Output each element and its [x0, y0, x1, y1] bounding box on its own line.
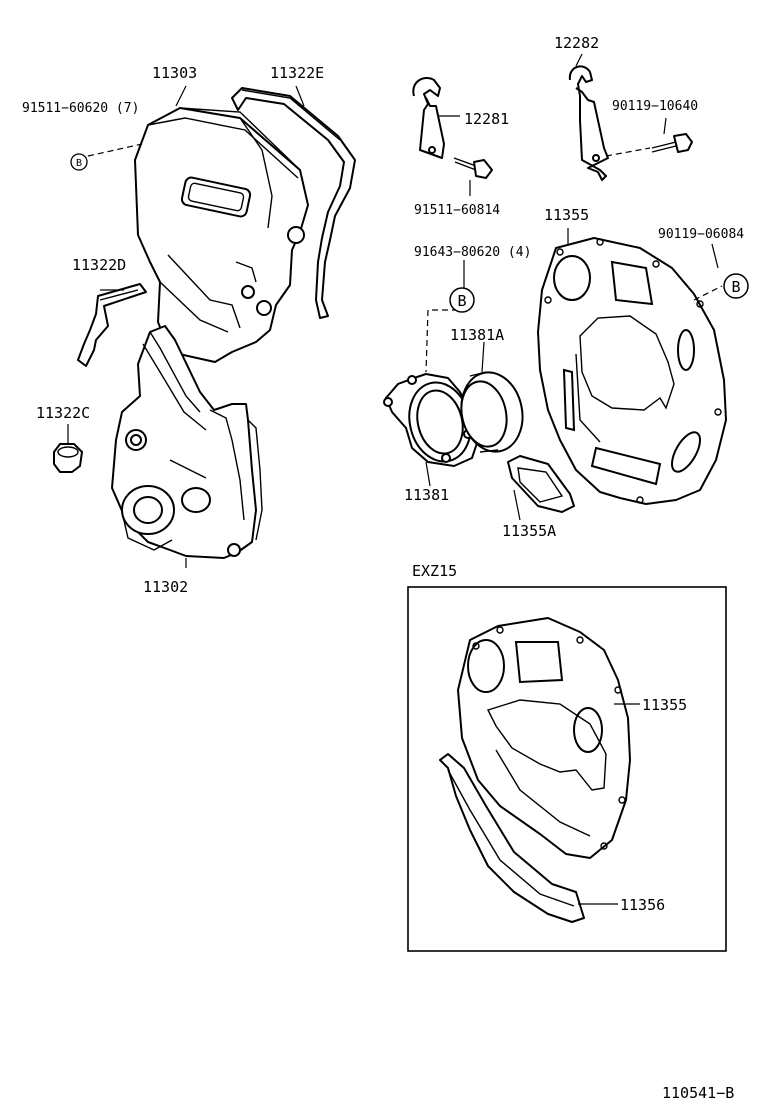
- drawing-number: 110541−B: [662, 1084, 734, 1102]
- label-11322d: 11322D: [72, 256, 126, 274]
- label-11381: 11381: [404, 486, 449, 504]
- bracket-12281: [412, 77, 445, 159]
- label-11355a: 11355A: [502, 522, 556, 540]
- bolt-91511-60814: [453, 157, 493, 179]
- plate-11355a: [507, 455, 575, 513]
- label-12282: 12282: [554, 34, 599, 52]
- svg-text:B: B: [731, 278, 740, 296]
- label-11322e: 11322E: [270, 64, 324, 82]
- plate-11356: [439, 753, 585, 923]
- variant-box: [407, 586, 727, 952]
- leader-lines: [67, 53, 723, 905]
- oil-seal-11381a: [460, 371, 524, 453]
- bolt-90119-10640: [651, 133, 693, 153]
- end-plate-11355: [537, 237, 727, 505]
- label-11356: 11356: [620, 896, 665, 914]
- label-91511-60814: 91511−60814: [414, 203, 500, 218]
- label-90119-10640: 90119−10640: [612, 99, 698, 114]
- part-labels: 11303 11322E 91511−60620 (7) 11322D 1132…: [22, 34, 744, 1102]
- gasket-11322e: [231, 87, 356, 319]
- svg-text:B: B: [76, 158, 82, 169]
- label-90119-06084: 90119−06084: [658, 227, 744, 242]
- label-12281: 12281: [464, 110, 509, 128]
- label-11302: 11302: [143, 578, 188, 596]
- label-91511-60620: 91511−60620 (7): [22, 101, 139, 116]
- marker-b-small: B: [70, 153, 88, 171]
- label-11355-top: 11355: [544, 206, 589, 224]
- bracket-12282: [568, 65, 609, 181]
- timing-cover-upper: [134, 107, 309, 363]
- nut-11322c: [53, 443, 83, 473]
- timing-cover-lower: [111, 325, 263, 559]
- marker-b-mid: B: [449, 287, 475, 313]
- end-plate-11355-exz15: [457, 617, 631, 859]
- label-11322c: 11322C: [36, 404, 90, 422]
- gasket-11322d: [77, 283, 147, 367]
- svg-text:B: B: [457, 292, 466, 310]
- label-11381a: 11381A: [450, 326, 504, 344]
- label-11303: 11303: [152, 64, 197, 82]
- label-91643-80620: 91643−80620 (4): [414, 245, 531, 260]
- label-11355-box: 11355: [642, 696, 687, 714]
- seal-retainer-11381: [383, 373, 479, 467]
- label-exz15: EXZ15: [412, 562, 457, 580]
- marker-b-right: B: [723, 273, 749, 299]
